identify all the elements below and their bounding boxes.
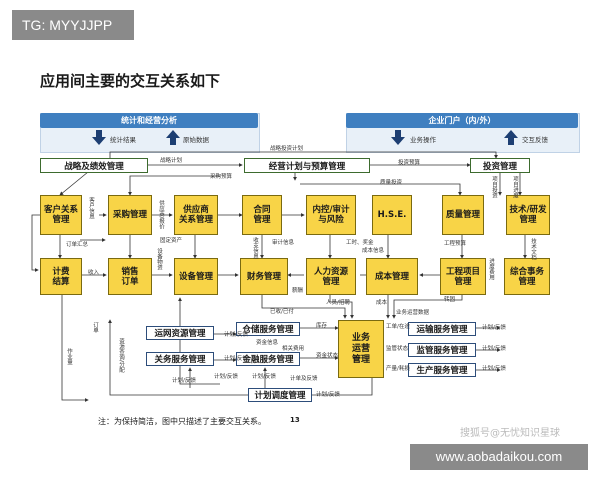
customs-box: 关务服务管理 xyxy=(146,352,214,366)
billing-box: 计费 结算 xyxy=(40,258,82,295)
flow-hr-recruit: 人员/招聘 xyxy=(326,300,350,306)
flow-equipment-supplies: 设备物资 xyxy=(156,248,162,270)
corner-tag: TG: MYYJJPP xyxy=(12,10,134,40)
flow-inventory: 库存 xyxy=(316,323,328,329)
flow-procurement-budget: 采购预算 xyxy=(210,174,233,180)
flow-project-invest: 项目投资 xyxy=(491,176,497,198)
flow-cost-info: 成本信息 xyxy=(362,248,385,254)
flow-issued-funds: 已收/已付 xyxy=(270,309,294,315)
transport-box: 运输服务管理 xyxy=(408,322,476,336)
flow-quality-invest: 质量投资 xyxy=(380,180,403,186)
financial-svc-box: 金融服务管理 xyxy=(236,352,300,366)
equipment-box: 设备管理 xyxy=(174,258,218,295)
flow-engineering-plan: 工程预算 xyxy=(444,241,467,247)
flow-plan-feedback-6: 计划/反馈 xyxy=(252,374,276,380)
network-box: 运网资源管理 xyxy=(146,326,214,340)
flow-plan-feedback-2: 计划/反馈 xyxy=(482,346,506,352)
flow-income-expense: 收支信息 xyxy=(252,237,258,259)
flow-ops-data: 业务运营数据 xyxy=(396,310,430,316)
flow-operation: 作业量 xyxy=(66,348,72,365)
flow-fund-info: 资金信息 xyxy=(256,340,279,346)
tech-rd-box: 技术/研发 管理 xyxy=(506,195,550,235)
cost-box: 成本管理 xyxy=(366,258,418,295)
flow-transfer: 转固 xyxy=(444,297,456,303)
project-box: 工程项目 管理 xyxy=(440,258,486,295)
quality-box: 质量管理 xyxy=(442,195,484,235)
flow-order: 订单 xyxy=(92,322,98,333)
dispatch-box: 计划调度管理 xyxy=(248,388,312,402)
supplier-box: 供应商 关系管理 xyxy=(174,195,218,235)
flow-fund-status: 资金状态 xyxy=(316,353,339,359)
contract-box: 合同 管理 xyxy=(242,195,282,235)
flow-progress-cost: 进度费用 xyxy=(488,258,494,280)
flow-plan-feedback-1: 计划/反馈 xyxy=(482,325,506,331)
supervision-box: 监管服务管理 xyxy=(408,343,476,357)
watermark-site: www.aobadaikou.com xyxy=(410,444,588,470)
flow-tech-docs: 技术文档 xyxy=(530,238,536,260)
label-stat-results: 统计结果 xyxy=(110,136,136,144)
watermark-sohu: 搜狐号@无忧知识星球 xyxy=(460,428,560,439)
warehouse-box: 仓储服务管理 xyxy=(236,322,300,336)
flow-output-stats: 产量/耗损 xyxy=(386,366,410,372)
flow-supervision-status: 监管状态 xyxy=(386,346,409,352)
flow-strategy-plan: 战略计划 xyxy=(160,158,183,164)
top-arrows xyxy=(92,130,518,145)
page-title: 应用间主要的交互关系如下 xyxy=(40,72,221,90)
label-raw-data: 原始数据 xyxy=(183,136,209,144)
flow-audit-info: 审计信息 xyxy=(272,240,295,246)
stats-bar: 统计和经营分析 xyxy=(40,113,258,128)
footnote: 注：为保持简洁，图中只描述了主要交互关系。 xyxy=(98,417,266,426)
flow-work-order: 工单/在途 xyxy=(386,324,410,330)
page-number: 13 xyxy=(290,416,300,424)
flow-salary: 薪酬 xyxy=(292,288,304,294)
flow-plan-feedback-3: 计划/反馈 xyxy=(482,366,506,372)
production-box: 生产服务管理 xyxy=(408,363,476,377)
flow-cust-sales: 客户信息 xyxy=(88,197,94,219)
flow-plan-feedback-7: 计划/反馈 xyxy=(316,392,340,398)
portal-bar: 企业门户（内/外） xyxy=(346,113,578,128)
plan-budget-box: 经营计划与预算管理 xyxy=(244,158,370,173)
operations-box: 业务 运营 管理 xyxy=(338,320,384,378)
hr-box: 人力资源 管理 xyxy=(306,258,356,295)
flow-fixed-assets: 固定资产 xyxy=(160,238,183,244)
customer-box: 客户关系 管理 xyxy=(40,195,82,235)
flow-plan-feedback-8: 计划/反馈 xyxy=(224,332,248,338)
flow-strategy-invest-plan: 战略投资计划 xyxy=(270,146,304,152)
sales-order-box: 销售 订单 xyxy=(108,258,152,295)
flow-plan-feedback-9: 计划/反馈 xyxy=(224,356,248,362)
flow-plan-feedback-5: 计划/反馈 xyxy=(172,378,196,384)
hse-box: H.S.E. xyxy=(372,195,412,235)
flow-plan-feedback-4: 计划/反馈 xyxy=(214,374,238,380)
label-interact-feedback: 交互反馈 xyxy=(522,136,548,144)
label-biz-ops: 业务操作 xyxy=(410,136,436,144)
flow-resource-query: 资源查询/分配 xyxy=(118,338,124,373)
flow-invest-budget: 投资预算 xyxy=(398,160,421,166)
flow-hours-bonus: 工时、奖金 xyxy=(346,240,374,246)
internal-control-box: 内控/审计 与风险 xyxy=(306,195,356,235)
flow-related-costs: 相关费用 xyxy=(282,346,305,352)
flow-cost-2: 成本 xyxy=(376,300,388,306)
investment-box: 投资管理 xyxy=(470,158,530,173)
flow-plan-bill: 计单及反馈 xyxy=(290,376,318,382)
flow-supplier-info: 供应商/报价 xyxy=(158,200,164,230)
strategy-box: 战略及绩效管理 xyxy=(40,158,148,173)
procurement-box: 采购管理 xyxy=(108,195,152,235)
finance-box: 财务管理 xyxy=(240,258,288,295)
flow-project-progress: 项目进度 xyxy=(512,176,518,198)
flow-revenue: 收入 xyxy=(88,270,100,276)
general-affairs-box: 综合事务 管理 xyxy=(504,258,550,295)
flow-order-summary: 订单汇总 xyxy=(66,242,89,248)
